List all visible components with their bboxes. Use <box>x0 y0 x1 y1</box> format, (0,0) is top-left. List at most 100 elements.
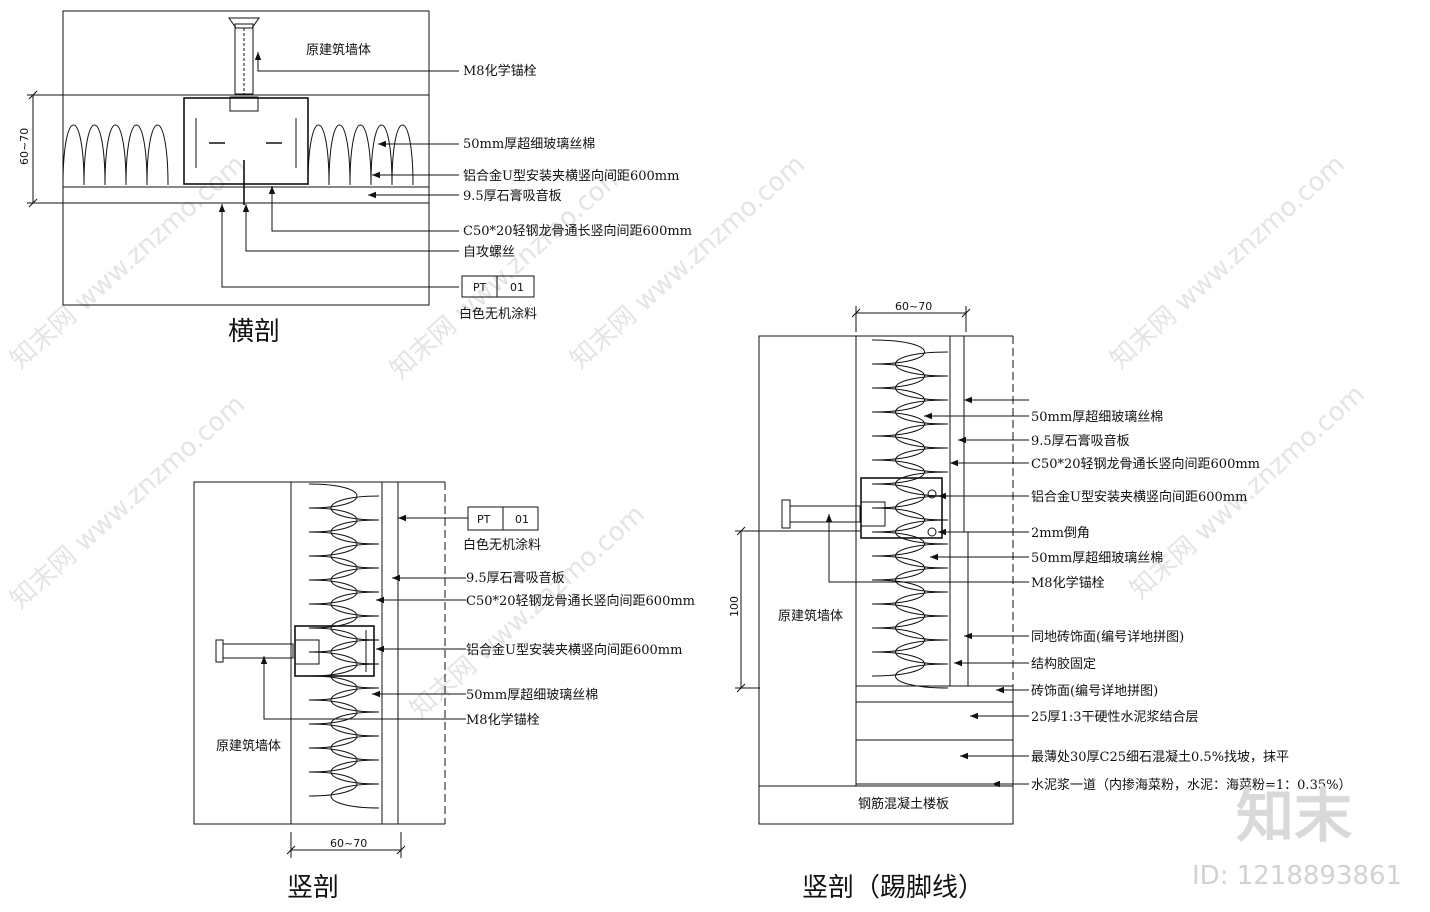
label-s-7: 同地砖饰面(编号详地拼图) <box>1031 630 1184 645</box>
wool-wave <box>308 555 358 581</box>
title-vertical: 竖剖 <box>287 873 339 903</box>
wool-wave <box>83 124 106 186</box>
label-h-2: 铝合金U型安装夹横竖向间距600mm <box>463 168 679 184</box>
label-h-1: 50mm厚超细玻璃丝棉 <box>463 137 595 152</box>
wool-wave <box>871 627 925 653</box>
wool-wave <box>308 747 358 773</box>
title-horizontal: 横剖 <box>228 317 280 347</box>
wool-wave <box>895 447 949 473</box>
wool-wave <box>895 591 949 617</box>
wool-wave <box>391 124 414 186</box>
wool-wave <box>308 723 358 749</box>
label-s-6: M8化学锚栓 <box>1031 575 1105 591</box>
watermark-text: 知末网 www.znzmo.com <box>5 389 251 615</box>
watermark-text: 知末网 www.znzmo.com <box>1105 149 1351 375</box>
wool-wave <box>330 639 380 665</box>
label-s-2: C50*20轻钢龙骨通长竖向间距600mm <box>1031 456 1260 472</box>
wool-wave <box>895 567 949 593</box>
wool-wave <box>895 375 949 401</box>
vertical-section: 60~70 原建筑墙体 PT 01 白色无机涂料 9.5厚石膏吸音板 C50*2… <box>193 481 695 903</box>
wool-wave <box>895 399 949 425</box>
label-s-9: 砖饰面(编号详地拼图) <box>1031 684 1158 699</box>
wool-wave <box>871 387 925 413</box>
label-v-2: 铝合金U型安装夹横竖向间距600mm <box>466 642 682 658</box>
wool-wave <box>895 423 949 449</box>
wall-label-s: 原建筑墙体 <box>778 608 843 624</box>
wool-wave <box>330 759 380 785</box>
dim-s-top: 60~70 <box>895 300 932 313</box>
wool-wave <box>125 124 148 186</box>
tag-v-caption: 白色无机涂料 <box>463 537 541 553</box>
label-s-10: 25厚1:3干硬性水泥浆结合层 <box>1031 710 1198 725</box>
wool-wave <box>308 699 358 725</box>
wool-wave <box>895 543 949 569</box>
slab-label-s: 钢筋混凝土楼板 <box>858 796 949 812</box>
wool-wave <box>330 591 380 617</box>
wool-wave <box>308 651 358 677</box>
horizontal-section: 60~70 原建筑墙体 M8化学锚栓 50mm厚超细玻璃丝棉 铝合金U型安装夹横… <box>18 10 692 347</box>
label-s-11: 最薄处30厚C25细石混凝土0.5%找坡，抹平 <box>1031 749 1289 765</box>
watermark-text: 知末网 www.znzmo.com <box>5 149 251 375</box>
wool-wave <box>308 483 358 509</box>
wool-wave <box>871 555 925 581</box>
wool-wave <box>871 459 925 485</box>
wool-wave <box>871 411 925 437</box>
wall-label-h: 原建筑墙体 <box>306 42 371 58</box>
tag-h-right: 01 <box>510 281 524 294</box>
wool-wave <box>895 519 949 545</box>
wall-label-v: 原建筑墙体 <box>216 738 281 754</box>
wool-wave <box>307 124 330 186</box>
tag-v-right: 01 <box>515 513 529 526</box>
wool-wave <box>308 507 358 533</box>
wool-wave <box>330 519 380 545</box>
wool-wave <box>104 124 127 186</box>
wool-wave <box>871 531 925 557</box>
wool-wave <box>330 495 380 521</box>
wool-wave <box>330 567 380 593</box>
tag-v-left: PT <box>477 513 491 526</box>
wool-wave <box>895 471 949 497</box>
wool-wave <box>308 579 358 605</box>
wool-wave <box>871 579 925 605</box>
label-s-5: 50mm厚超细玻璃丝棉 <box>1031 551 1163 566</box>
wool-wave <box>330 783 380 809</box>
wool-wave <box>330 543 380 569</box>
wool-wave <box>871 651 925 677</box>
label-v-1: C50*20轻钢龙骨通长竖向间距600mm <box>466 593 695 609</box>
wool-wave <box>330 711 380 737</box>
vertical-skirting-section: 60~70 100 原建筑墙体 钢筋混凝土楼板 50mm厚超细玻璃丝棉 9.5厚… <box>728 300 1351 903</box>
label-h-3: 9.5厚石膏吸音板 <box>463 188 562 204</box>
watermark-logo: 知末 <box>1236 782 1352 850</box>
wool-wave <box>871 339 925 365</box>
dim-v: 60~70 <box>330 837 367 850</box>
label-v-0: 9.5厚石膏吸音板 <box>466 570 565 586</box>
wool-wave <box>308 627 358 653</box>
wool-wave <box>370 124 393 186</box>
wool-wave <box>895 351 949 377</box>
tag-h-left: PT <box>473 281 487 294</box>
wool-wave <box>895 495 949 521</box>
label-v-3: 50mm厚超细玻璃丝棉 <box>466 688 598 703</box>
label-v-4: M8化学锚栓 <box>466 712 540 728</box>
label-s-1: 9.5厚石膏吸音板 <box>1031 433 1130 449</box>
wool-wave <box>330 687 380 713</box>
wool-wave <box>330 615 380 641</box>
title-vertical-skirting: 竖剖（踢脚线） <box>802 873 984 903</box>
wool-wave <box>895 615 949 641</box>
label-s-4: 2mm倒角 <box>1031 526 1090 541</box>
tag-h-caption: 白色无机涂料 <box>459 306 537 322</box>
wool-wave <box>349 124 372 186</box>
dim-s-side: 100 <box>728 596 741 617</box>
wool-wave <box>895 639 949 665</box>
wool-wave <box>330 735 380 761</box>
wool-wave <box>146 124 169 186</box>
wool-wave <box>308 603 358 629</box>
wool-wave <box>308 675 358 701</box>
label-h-4: C50*20轻钢龙骨通长竖向间距600mm <box>463 223 692 239</box>
label-h-5: 自攻螺丝 <box>463 245 515 260</box>
wool-wave <box>871 507 925 533</box>
wool-wave <box>308 531 358 557</box>
watermark-id: ID: 1218893861 <box>1192 861 1402 891</box>
wool-wave <box>871 363 925 389</box>
